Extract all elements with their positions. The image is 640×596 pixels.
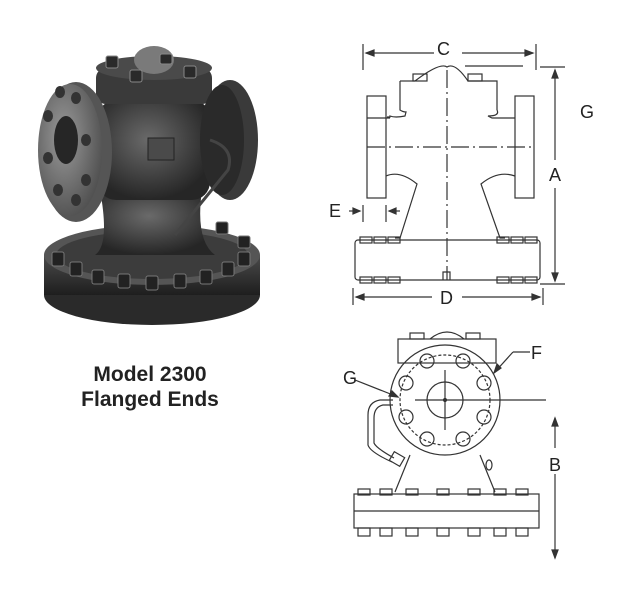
end-type: Flanged Ends — [81, 388, 219, 411]
model-caption: Model 2300 Flanged Ends — [40, 362, 260, 412]
dim-label-g-side: G — [580, 102, 594, 122]
dim-label-d: D — [440, 288, 453, 308]
valve-photo — [38, 46, 260, 325]
dim-label-c: C — [437, 39, 450, 59]
dim-label-e: E — [329, 201, 341, 221]
callout-label-g: G — [343, 368, 357, 388]
dim-label-a: A — [549, 165, 561, 185]
dim-label-b: B — [549, 455, 561, 475]
side-view-drawing — [349, 44, 565, 305]
callout-label-f: F — [531, 343, 542, 363]
end-view-drawing — [353, 331, 559, 560]
model-number: Model 2300 — [93, 363, 207, 386]
